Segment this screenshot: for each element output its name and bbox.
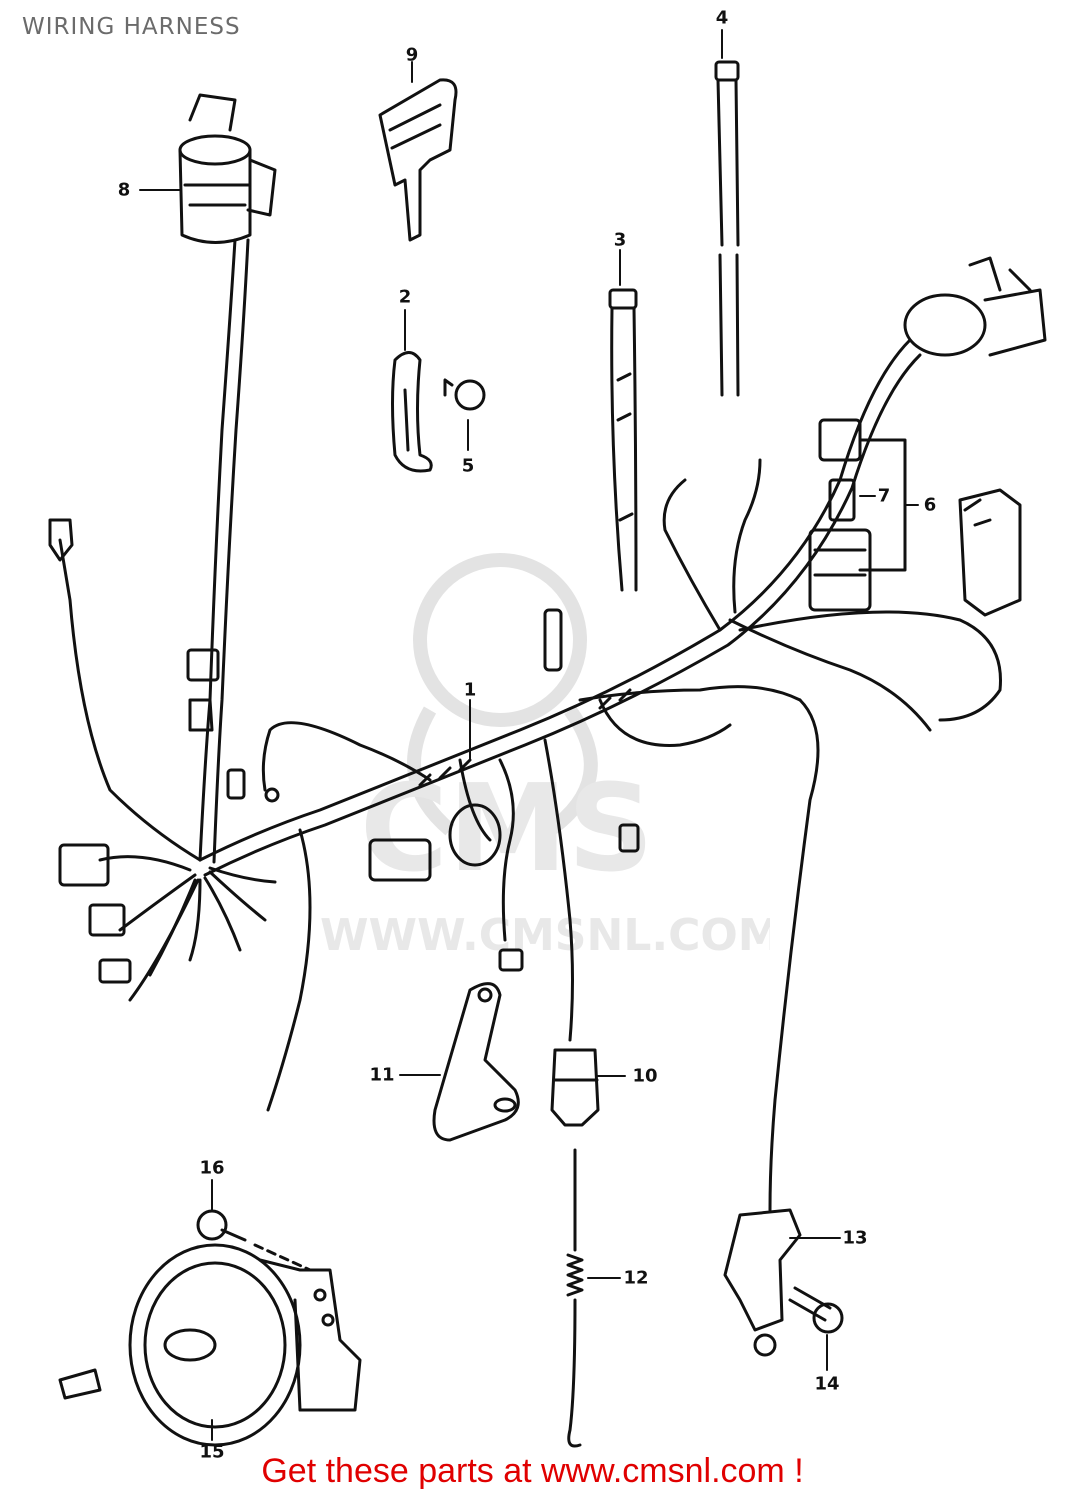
callout-10: 10	[632, 1065, 658, 1087]
svg-text:WWW.CMSNL.COM: WWW.CMSNL.COM	[320, 910, 770, 961]
brake-light-switch	[723, 1208, 802, 1357]
callout-7: 7	[877, 485, 891, 507]
callout-6: 6	[923, 494, 937, 516]
return-spring	[566, 1148, 584, 1448]
svg-text:CMS: CMS	[360, 760, 654, 899]
horn	[128, 1243, 362, 1447]
central-connectors	[368, 608, 640, 972]
leader-lines	[139, 29, 919, 1441]
relay-fuse-assembly	[808, 418, 907, 612]
callout-3: 3	[613, 229, 627, 251]
cmsnl-watermark-logo: CMS WWW.CMSNL.COM	[320, 553, 770, 961]
cable-clamp-strap	[608, 288, 638, 592]
callout-2: 2	[398, 286, 412, 308]
page-title: WIRING HARNESS	[22, 14, 241, 40]
callout-16: 16	[199, 1157, 225, 1179]
ignition-switch	[178, 93, 277, 244]
wire-clamp	[391, 351, 433, 473]
callout-8: 8	[117, 179, 131, 201]
promo-link[interactable]: Get these parts at www.cmsnl.com !	[261, 1452, 804, 1490]
long-cable-tie	[714, 60, 740, 397]
ignition-key	[378, 78, 458, 242]
callout-12: 12	[623, 1267, 649, 1289]
callout-15: 15	[199, 1441, 225, 1463]
right-connector	[958, 488, 1022, 617]
callout-1: 1	[463, 679, 477, 701]
flasher-relay	[903, 256, 1047, 357]
neutral-switch	[550, 1048, 600, 1127]
callout-5: 5	[461, 455, 475, 477]
main-harness	[58, 238, 1002, 1212]
callout-9: 9	[405, 44, 419, 66]
callout-13: 13	[842, 1227, 868, 1249]
front-arrow-icon	[58, 1368, 102, 1400]
left-connectors	[48, 518, 280, 984]
callout-11: 11	[369, 1064, 395, 1086]
callout-14: 14	[814, 1373, 840, 1395]
callout-4: 4	[715, 7, 729, 29]
switch-bolt	[788, 1286, 844, 1334]
clamp-screw	[443, 378, 486, 411]
horn-bolt	[196, 1209, 312, 1272]
switch-bracket	[432, 982, 520, 1142]
